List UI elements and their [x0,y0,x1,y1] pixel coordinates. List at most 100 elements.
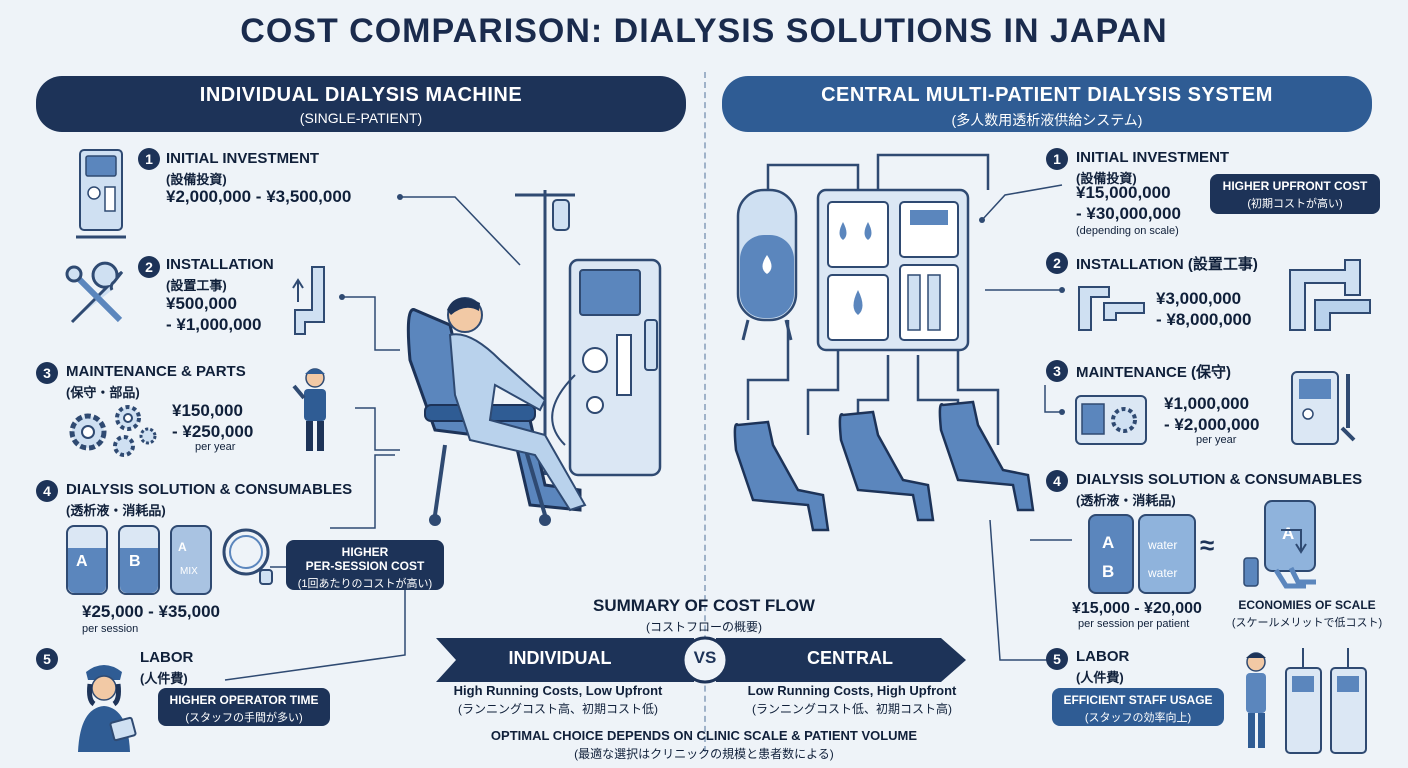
left-item-3-number: 3 [36,362,58,384]
right-item-3-cost-2: - ¥2,000,000 [1164,415,1260,434]
bag-a-label: A [76,553,88,570]
monitor-machine-icon [1291,371,1356,445]
summary-left-desc-jp: (ランニングコスト高、初期コスト低) [458,702,658,716]
left-item-4-note: per session [82,623,139,635]
cost-flow-arrow [436,636,966,684]
callout-labor-jp: (スタッフの手間が多い) [185,712,303,724]
left-item-3-jp: (保守・部品) [66,385,140,400]
callout-staff-line1: EFFICIENT STAFF USAGE [1063,693,1213,707]
callout-session-jp: (1回あたりのコストが高い) [297,578,433,590]
left-item-4-cost: ¥25,000 - ¥35,000 [82,602,221,621]
left-item-3-title: MAINTENANCE & PARTS [66,363,246,380]
summary-individual-label: INDIVIDUAL [508,648,612,668]
water-label-1: water [1148,538,1178,552]
right-item-4-number: 4 [1046,470,1068,492]
summary-vs-label: VS [693,648,717,667]
bag-mix-label: MIX [180,566,198,577]
left-item-2-number: 2 [138,256,160,278]
right-item-3-number: 3 [1046,360,1068,382]
right-item-2-title: INSTALLATION (設置工事) [1076,256,1258,273]
water-tank [1138,514,1196,594]
left-item-2-cost-1: ¥500,000 [166,294,237,313]
right-item-1-title: INITIAL INVESTMENT [1076,149,1230,166]
summary-right-desc: Low Running Costs, High Upfront [747,683,957,698]
scale-jp: (スケールメリットで低コスト) [1231,617,1383,629]
tank-b-label: B [1102,562,1115,581]
right-item-5-jp: (人件費) [1076,670,1124,685]
higher-upfront-cost-callout: HIGHER UPFRONT COST (初期コストが高い) [1210,174,1380,214]
staff-machines-icon [1246,648,1367,754]
left-item-3-note: per year [195,441,236,453]
gears-icon [69,405,157,457]
center-divider [704,72,706,752]
solution-bag-mix [170,525,212,595]
right-banner: CENTRAL MULTI-PATIENT DIALYSIS SYSTEM (多… [722,76,1372,132]
tubing-icon [222,528,273,585]
approx-symbol: ≈ [1200,530,1215,560]
left-item-2-title: INSTALLATION [166,256,274,273]
pipes-icon [1078,286,1145,331]
higher-per-session-cost-callout: HIGHER PER-SESSION COST (1回あたりのコストが高い) [286,540,444,590]
maintenance-unit-icon [1075,395,1147,445]
right-item-2-cost-2: - ¥8,000,000 [1156,310,1252,329]
pipe-icon [292,266,325,335]
pipe-assembly-icon [1289,259,1371,331]
higher-operator-time-callout: HIGHER OPERATOR TIME (スタッフの手間が多い) [158,688,330,726]
summary-left-desc: High Running Costs, Low Upfront [453,683,663,698]
left-item-4-title: DIALYSIS SOLUTION & CONSUMABLES [66,481,353,498]
left-item-1-cost: ¥2,000,000 - ¥3,500,000 [166,187,352,206]
left-item-5-number: 5 [36,648,58,670]
tank-a-label: A [1102,533,1115,552]
right-banner-subtitle: (多人数用透析液供給システム) [951,112,1143,128]
bag-mix-top-label: A [178,540,187,554]
right-item-1-note: (depending on scale) [1076,225,1179,237]
right-item-2-number: 2 [1046,252,1068,274]
concentrate-tank [1088,514,1134,594]
dialysis-machine-icon [76,149,126,239]
callout-session-line2: PER-SESSION COST [305,559,425,573]
callout-session-line1: HIGHER [341,545,389,559]
right-item-4-jp: (透析液・消耗品) [1076,493,1176,508]
left-item-5-jp: (人件費) [140,671,188,686]
left-item-3-cost-2: - ¥250,000 [172,422,254,441]
right-banner-title: CENTRAL MULTI-PATIENT DIALYSIS SYSTEM [821,84,1273,106]
summary-title-jp: (コストフローの概要) [646,620,762,634]
summary-right-desc-jp: (ランニングコスト低、初期コスト高) [752,702,952,716]
right-item-5-number: 5 [1046,648,1068,670]
left-banner-title: INDIVIDUAL DIALYSIS MACHINE [199,84,523,106]
left-item-4-number: 4 [36,480,58,502]
solution-bag-b-fill [120,548,158,593]
nurse-icon [78,665,137,752]
right-item-3-title: MAINTENANCE (保守) [1076,364,1231,381]
technician-icon [292,368,326,451]
callout-labor-line1: HIGHER OPERATOR TIME [169,693,319,707]
right-item-5-title: LABOR [1076,648,1130,665]
mixed-tank-label: A [1282,524,1295,543]
left-item-1-jp: (設備投資) [166,172,227,187]
bag-b-label: B [129,553,141,570]
patient-dialysis-illustration [406,190,662,526]
right-item-4-cost: ¥15,000 - ¥20,000 [1072,600,1202,617]
right-item-4-title: DIALYSIS SOLUTION & CONSUMABLES [1076,471,1363,488]
callout-upfront-line1: HIGHER UPFRONT COST [1222,179,1368,193]
right-item-3-cost-1: ¥1,000,000 [1164,394,1250,413]
left-banner: INDIVIDUAL DIALYSIS MACHINE (SINGLE-PATI… [36,76,686,132]
right-item-1-cost-2: - ¥30,000,000 [1076,204,1181,223]
left-item-3-cost-1: ¥150,000 [172,401,243,420]
summary-conclusion-jp: (最適な選択はクリニックの規模と患者数による) [574,747,834,761]
callout-upfront-jp: (初期コストが高い) [1247,198,1343,210]
page-title: COST COMPARISON: DIALYSIS SOLUTIONS IN J… [240,12,1168,50]
wrench-icon [65,261,124,324]
scale-title: ECONOMIES OF SCALE [1238,598,1376,612]
left-item-2-jp: (設置工事) [166,278,227,293]
right-item-2-cost-1: ¥3,000,000 [1156,289,1242,308]
right-item-1-cost-1: ¥15,000,000 [1076,183,1171,202]
efficient-staff-usage-callout: EFFICIENT STAFF USAGE (スタッフの効率向上) [1052,688,1224,726]
right-item-1-number: 1 [1046,148,1068,170]
summary-conclusion: OPTIMAL CHOICE DEPENDS ON CLINIC SCALE &… [490,728,918,743]
right-item-1-jp: (設備投資) [1076,171,1137,186]
economies-of-scale-label: ECONOMIES OF SCALE (スケールメリットで低コスト) [1222,598,1392,630]
solution-bag-a-fill [68,548,106,593]
left-banner-subtitle: (SINGLE-PATIENT) [299,110,423,126]
